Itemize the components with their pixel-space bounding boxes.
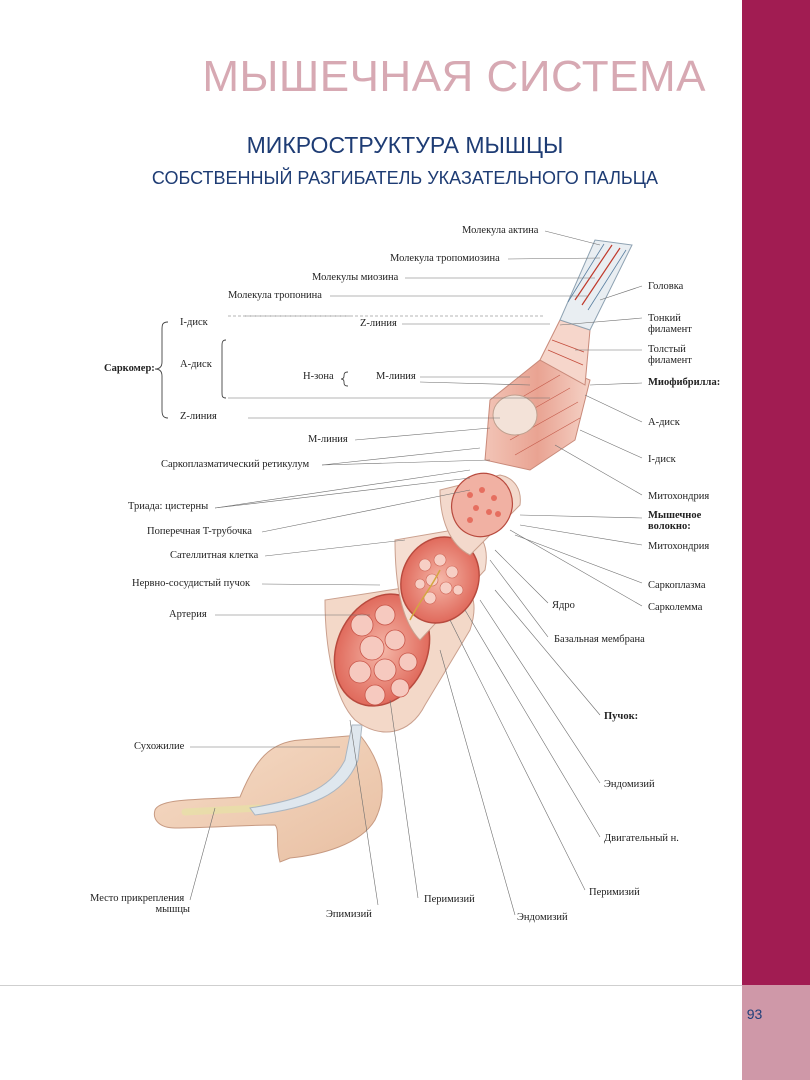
label-myofibril: Миофибрилла: bbox=[648, 377, 721, 388]
label-sarcoplasm: Саркоплазма bbox=[648, 580, 706, 591]
label-perimysium-bottom: Перимизий bbox=[424, 894, 475, 905]
label-troponin: Молекула тропонина bbox=[228, 290, 322, 301]
footer-divider bbox=[0, 985, 742, 986]
label-sarcomere: Саркомер: bbox=[104, 363, 155, 374]
label-artery: Артерия bbox=[169, 609, 207, 620]
label-muscle-fiber-2: волокно: bbox=[648, 521, 691, 532]
label-muscle-fiber: Мышечное bbox=[648, 510, 702, 521]
label-i-band: I-диск bbox=[648, 454, 676, 465]
label-endomysium-bottom: Эндомизий bbox=[517, 912, 568, 923]
label-mitochondria-2: Митохондрия bbox=[648, 541, 710, 552]
label-a-band: A-диск bbox=[648, 417, 680, 428]
label-motor-nerve: Двигательный н. bbox=[604, 833, 679, 844]
label-head: Головка bbox=[648, 281, 684, 292]
page-number: 93 bbox=[746, 1006, 763, 1022]
label-endomysium-right: Эндомизий bbox=[604, 779, 655, 790]
label-triad: Триада: цистерны bbox=[128, 501, 209, 512]
leader-lines bbox=[189, 230, 643, 916]
label-attachment: Место прикрепления bbox=[90, 893, 185, 904]
label-perimysium-right: Перимизий bbox=[589, 887, 640, 898]
label-tendon: Сухожилие bbox=[134, 741, 185, 752]
label-m-line-mid: M-линия bbox=[376, 371, 416, 382]
label-sarcoplasmic-reticulum: Саркоплазматический ретикулум bbox=[161, 459, 310, 470]
label-thick-filament-2: филамент bbox=[648, 355, 692, 366]
label-h-zone: H-зона bbox=[303, 371, 334, 382]
sidebar-band bbox=[742, 0, 810, 985]
label-epimysium: Эпимизий bbox=[326, 909, 372, 920]
label-attachment-2: мышцы bbox=[155, 904, 190, 915]
label-thin-filament: Тонкий bbox=[648, 313, 681, 324]
muscle-fiber bbox=[439, 472, 521, 556]
label-myosin: Молекулы миозина bbox=[312, 272, 399, 283]
myofibril bbox=[484, 359, 591, 471]
chapter-title: МЫШЕЧНАЯ СИСТЕМА bbox=[202, 52, 706, 101]
label-z-line-mid: Z-линия bbox=[360, 318, 397, 329]
page-subtitle: СОБСТВЕННЫЙ РАЗГИБАТЕЛЬ УКАЗАТЕЛЬНОГО ПА… bbox=[151, 168, 659, 188]
hand-finger bbox=[153, 734, 383, 863]
fascicle bbox=[394, 527, 487, 641]
label-neurovascular-bundle: Нервно-сосудистый пучок bbox=[132, 578, 251, 589]
label-sarcomere-a-band: A-диск bbox=[180, 359, 212, 370]
label-t-tubule: Поперечная T-трубочка bbox=[147, 526, 252, 537]
label-sarcomere-i-band: I-диск bbox=[180, 317, 208, 328]
label-thick-filament: Толстый bbox=[648, 344, 686, 355]
label-bundle: Пучок: bbox=[604, 711, 639, 722]
page-title: МИКРОСТРУКТУРА МЫШЦЫ bbox=[246, 132, 564, 158]
sidebar-footer-band bbox=[742, 985, 810, 1080]
label-sarcomere-z-line: Z-линия bbox=[180, 411, 217, 422]
label-satellite-cell: Сателлитная клетка bbox=[170, 550, 259, 561]
label-tropomyosin: Молекула тропомиозина bbox=[390, 253, 500, 264]
label-nucleus: Ядро bbox=[552, 600, 575, 611]
tendon-shape bbox=[249, 724, 363, 816]
label-mitochondria-1: Митохондрия bbox=[648, 491, 710, 502]
sarcomere-braces bbox=[154, 321, 349, 419]
label-sarcolemma: Сарколемма bbox=[648, 602, 703, 613]
filaments bbox=[539, 239, 633, 386]
label-m-line: M-линия bbox=[308, 434, 348, 445]
label-basal-membrane: Базальная мембрана bbox=[554, 634, 645, 645]
label-thin-filament-2: филамент bbox=[648, 324, 692, 335]
label-actin: Молекула актина bbox=[462, 225, 539, 236]
